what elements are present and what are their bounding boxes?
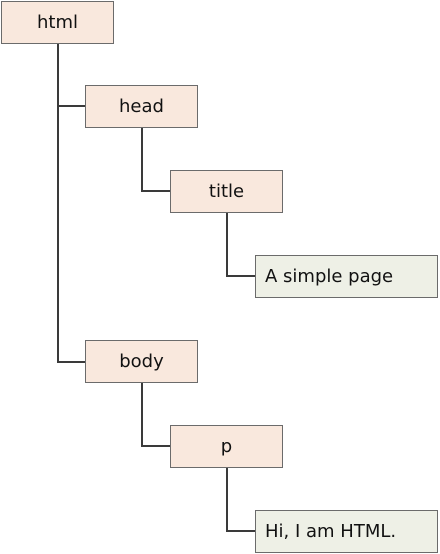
title-node: title <box>170 170 283 213</box>
title-text-label: A simple page <box>265 266 394 287</box>
html-node-label: html <box>36 12 78 33</box>
p-text-node: Hi, I am HTML. <box>255 510 438 553</box>
body-node: body <box>85 340 198 383</box>
p-node-label: p <box>220 436 233 457</box>
p-text-label: Hi, I am HTML. <box>265 521 397 542</box>
html-node: html <box>1 1 114 44</box>
title-text-node: A simple page <box>255 255 438 298</box>
body-node-label: body <box>119 351 164 372</box>
head-node-label: head <box>119 96 164 117</box>
title-node-label: title <box>208 181 245 202</box>
head-node: head <box>85 85 198 128</box>
p-node: p <box>170 425 283 468</box>
